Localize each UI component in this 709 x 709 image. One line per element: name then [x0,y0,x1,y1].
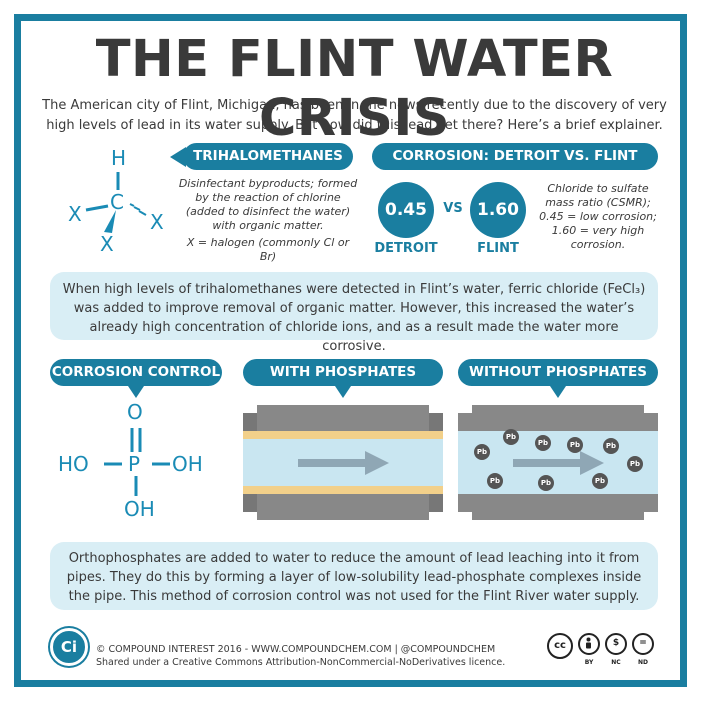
pill-pointer-down [335,386,351,398]
footer-licence: Shared under a Creative Commons Attribut… [96,657,506,668]
trihalomethanes-description: Disinfectant byproducts; formed by the r… [178,177,358,232]
pipe-with-phosphates [243,405,443,520]
lead-particle: Pb [603,438,619,454]
page-title: THE FLINT WATER CRISIS [95,30,614,148]
orthophosphates-explainer: Orthophosphates are added to water to re… [50,542,658,610]
pill-pointer-down [550,386,566,398]
person-icon [586,637,591,649]
hydroxyl-bottom: OH [124,497,155,521]
pill-pointer-down [128,386,144,398]
lead-particle: Pb [535,435,551,451]
csmr-note: Chloride to sulfate mass ratio (CSMR); 0… [539,182,657,251]
flint-csmr-value: 1.60 [470,182,526,238]
trihalomethanes-pill: TRIHALOMETHANES [183,143,353,170]
pipe-without-phosphates [458,405,658,520]
lead-particle: Pb [627,456,643,472]
logo-text: Ci [60,638,78,656]
detroit-label: DETROIT [374,241,438,256]
trihalomethane-bonds [85,172,147,233]
lead-particle: Pb [567,437,583,453]
nd-icon: = [632,633,654,655]
nd-label: ND [637,659,648,666]
compound-interest-logo: Ci [50,628,88,666]
lead-particle: Pb [592,473,608,489]
cc-icon: cc [547,633,573,659]
corrosion-pill: CORROSION: DETROIT VS. FLINT RIVER [372,143,658,191]
hydrogen-atom: H [111,146,127,170]
detroit-csmr-value: 0.45 [378,182,434,238]
corrosion-control-pill: CORROSION CONTROL [50,359,222,386]
footer-credits: © COMPOUND INTEREST 2016 - WWW.COMPOUNDC… [96,643,505,669]
lead-particle: Pb [503,429,519,445]
pill-pointer-left [170,147,186,167]
halogen-note: X = halogen (commonly Cl or Br) [186,236,350,263]
by-icon [578,633,600,655]
nc-icon: $ [605,633,627,655]
vs-label: VS [443,201,463,216]
lead-particle: Pb [538,475,554,491]
halogen-atom-left: X [68,202,82,226]
phosphorus-atom: P [128,452,141,476]
oxygen-double-bond-atom: O [127,400,143,424]
halogen-atom-right: X [150,210,164,234]
with-phosphates-pill: WITH PHOSPHATES [243,359,443,386]
lead-particle: Pb [487,473,503,489]
without-phosphates-pill: WITHOUT PHOSPHATES [458,359,658,386]
lead-particle: Pb [474,444,490,460]
hydroxyl-right: OH [172,452,203,476]
footer-copyright: © COMPOUND INTEREST 2016 - WWW.COMPOUNDC… [96,644,496,655]
halogen-atom-bottom: X [100,232,114,256]
ferric-chloride-explainer: When high levels of trihalomethanes were… [50,272,658,354]
flint-label: FLINT [477,241,519,256]
nc-label: NC [611,659,621,666]
phosphoric-acid-bonds [104,428,170,496]
hydroxyl-left: HO [58,452,89,476]
intro-text: The American city of Flint, Michigan, ha… [42,98,667,133]
carbon-atom: C [110,190,124,214]
by-label: BY [584,659,594,666]
